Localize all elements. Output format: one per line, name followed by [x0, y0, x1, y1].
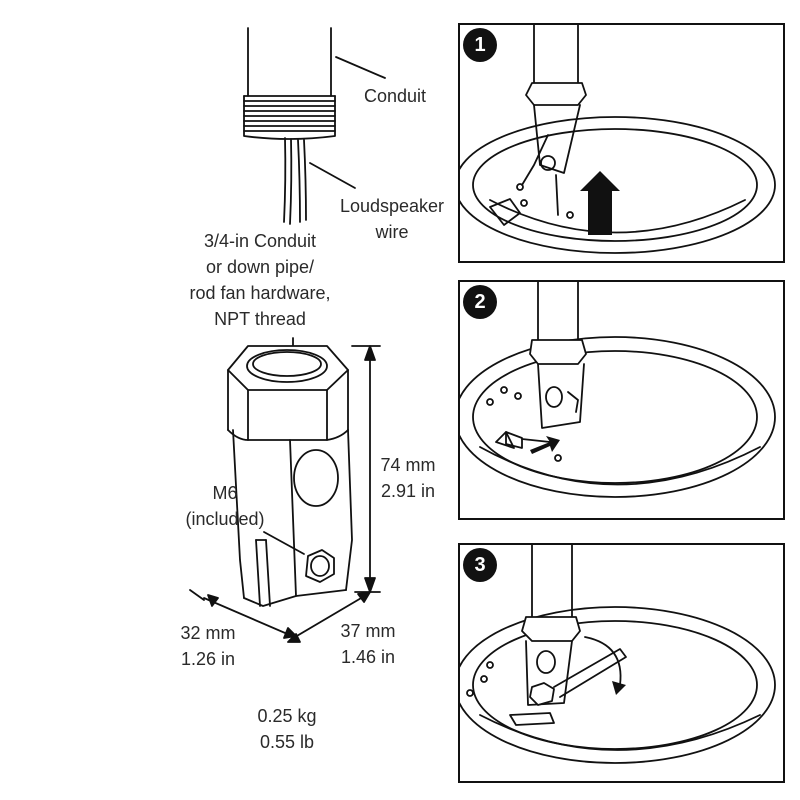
loudspeaker-wire-drawing [283, 137, 307, 225]
width-dimension [189, 589, 297, 639]
step-3-badge [463, 548, 497, 582]
step-3-number: 3 [474, 554, 486, 576]
width-label: 32 mm 1.26 in [180, 623, 236, 669]
depth-dimension [287, 591, 371, 643]
step-2-number: 2 [474, 291, 486, 313]
step-2-illustration [460, 282, 776, 498]
step-1-number: 1 [474, 34, 486, 56]
step-3-illustration [460, 545, 776, 764]
bolt-label: M6 (included) [185, 483, 265, 529]
conduit-pipe [243, 27, 336, 140]
step-1-badge [463, 28, 497, 62]
step-1-panel: 1 [458, 23, 785, 263]
step-3-panel: 3 [458, 543, 785, 783]
weight-label: 0.25 kg 0.55 lb [257, 706, 317, 752]
conduit-label: Conduit [364, 86, 427, 106]
step-1-illustration [460, 25, 776, 254]
coupler-drawing [227, 345, 353, 607]
height-label: 74 mm 2.91 in [380, 455, 436, 501]
step-2-badge [463, 285, 497, 319]
step-2-panel: 2 [458, 280, 785, 520]
conduit-spec-label: 3/4-in Conduit or down pipe/ rod fan har… [189, 231, 331, 329]
loudspeaker-wire-label: Loudspeaker wire [339, 196, 445, 242]
depth-label: 37 mm 1.46 in [340, 621, 396, 667]
